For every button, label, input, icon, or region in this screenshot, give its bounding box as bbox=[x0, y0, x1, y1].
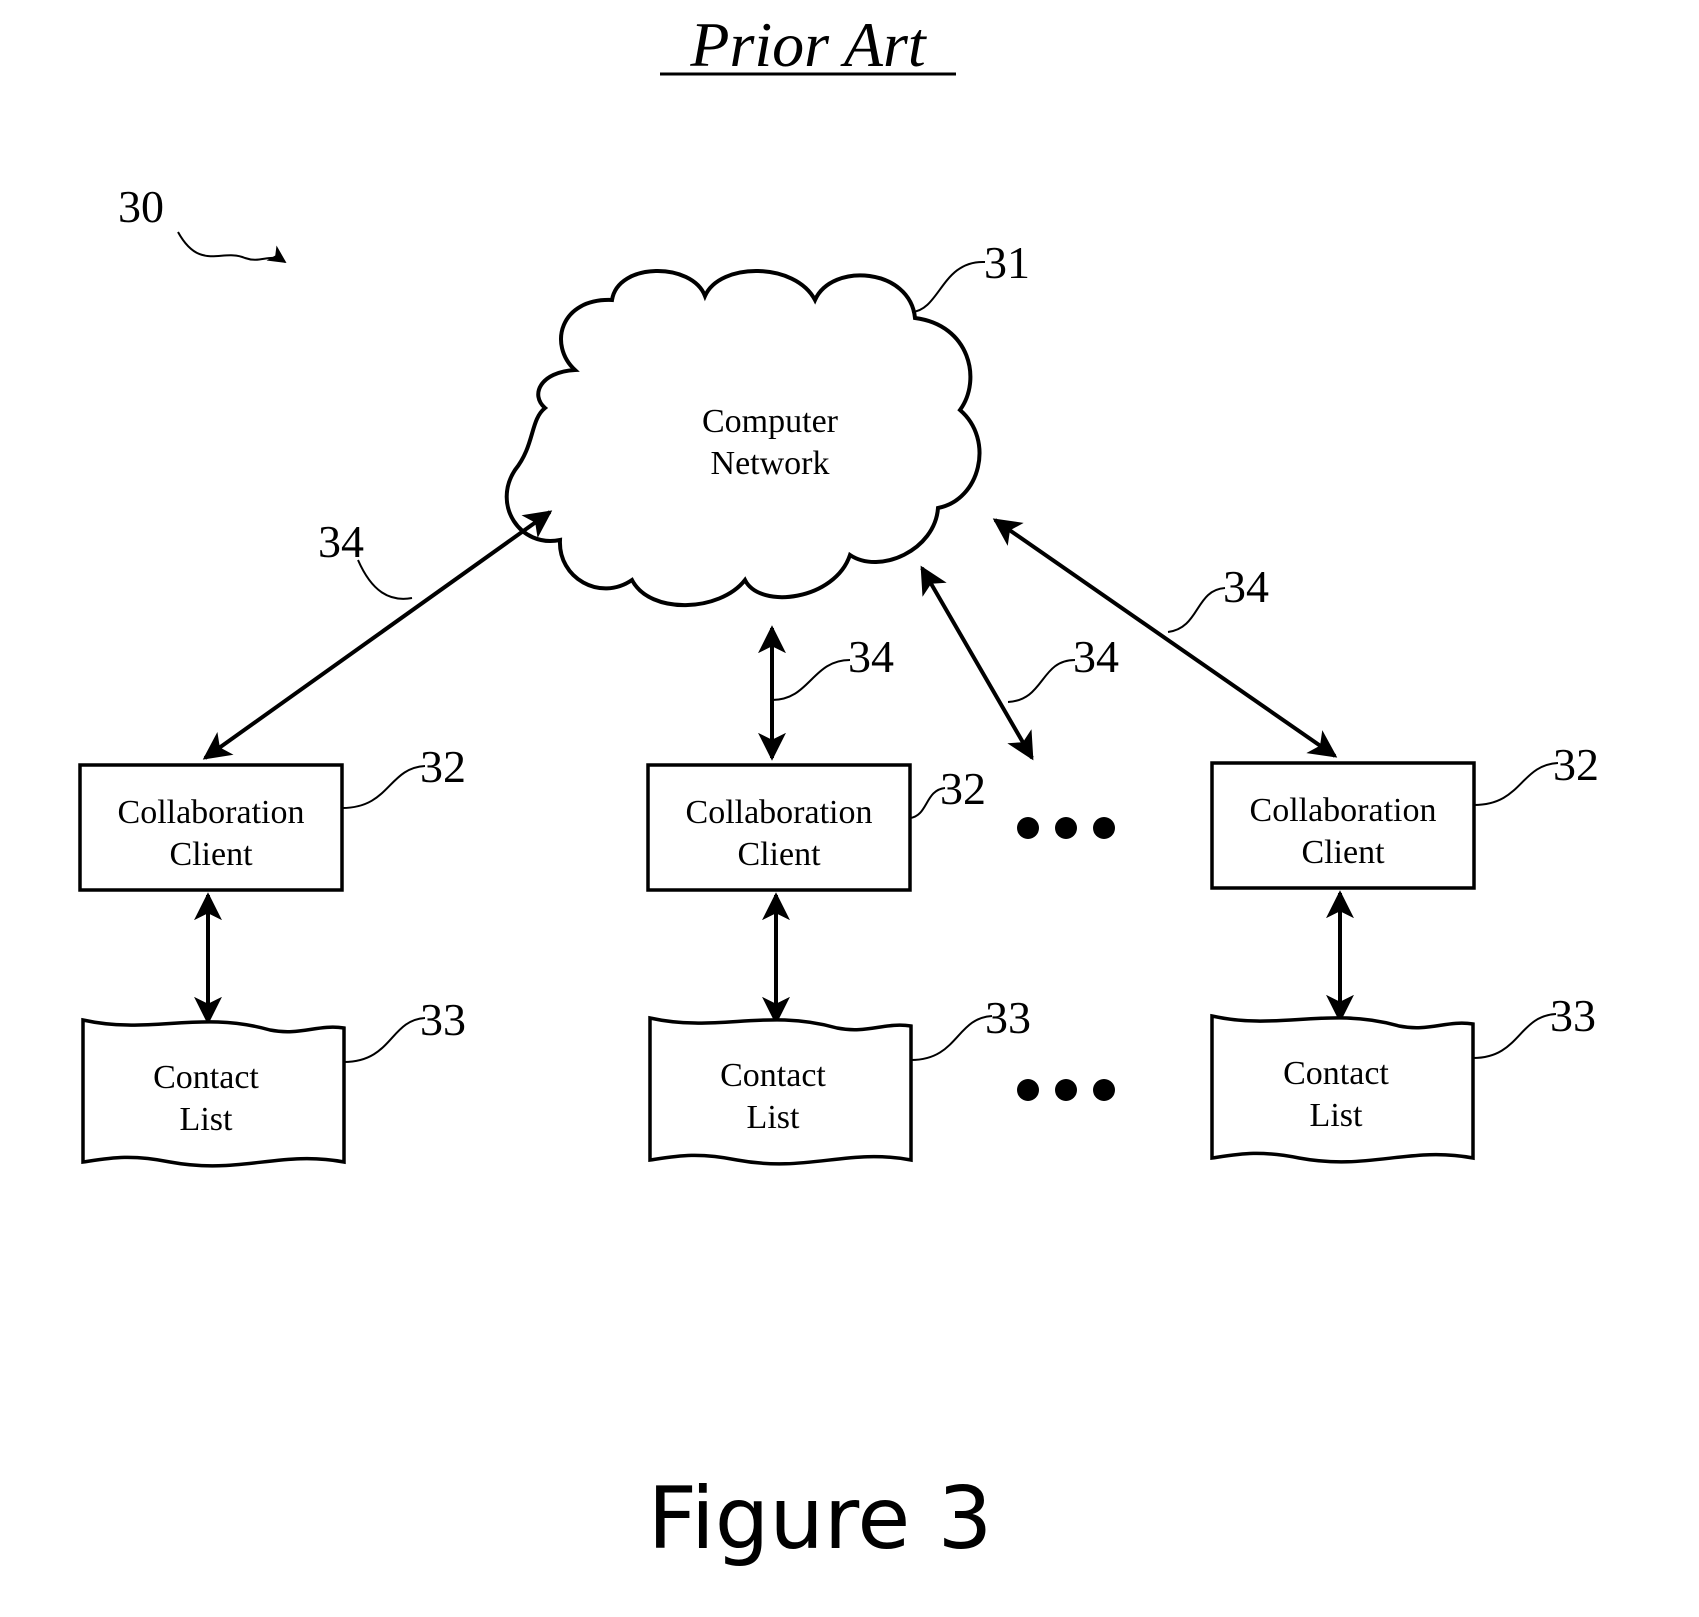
contact-list-1-ref-leader bbox=[344, 1018, 425, 1062]
contact-list-1-line2: List bbox=[180, 1101, 233, 1138]
collaboration-client-3: Collaboration Client bbox=[1212, 763, 1474, 888]
client-3-ref-leader bbox=[1474, 763, 1558, 805]
connection-ref-leader-2 bbox=[772, 660, 850, 700]
contact-list-2-ref-label: 33 bbox=[985, 992, 1031, 1043]
ellipsis-row-clients bbox=[1017, 817, 1115, 839]
network-ref-leader bbox=[912, 262, 985, 312]
contact-list-2-line2: List bbox=[747, 1099, 800, 1136]
client-3-line1: Collaboration bbox=[1250, 792, 1437, 829]
connection-ref-leader-1 bbox=[358, 560, 412, 599]
connection-ref-label-3: 34 bbox=[1073, 631, 1119, 682]
connection-ref-label-2: 34 bbox=[848, 631, 894, 682]
connection-ref-label-4: 34 bbox=[1223, 561, 1269, 612]
contact-list-3-line1: Contact bbox=[1283, 1055, 1389, 1092]
client-1-line1: Collaboration bbox=[118, 794, 305, 831]
connection-arrow-1 bbox=[205, 512, 550, 758]
connection-arrow-3 bbox=[922, 568, 1032, 758]
figure-caption: Figure 3 bbox=[648, 1469, 993, 1569]
contact-list-3-ref-leader bbox=[1473, 1014, 1556, 1058]
client-2-ref-label: 32 bbox=[940, 763, 986, 814]
contact-list-2-line1: Contact bbox=[720, 1057, 826, 1094]
connection-ref-leader-4 bbox=[1168, 588, 1225, 632]
contact-list-1-line1: Contact bbox=[153, 1059, 259, 1096]
contact-list-3-line2: List bbox=[1310, 1097, 1363, 1134]
connection-arrow-4 bbox=[995, 520, 1335, 756]
client-1-line2: Client bbox=[169, 836, 253, 873]
network-label-line2: Network bbox=[711, 445, 830, 482]
network-label-line1: Computer bbox=[702, 403, 839, 440]
collaboration-client-1: Collaboration Client bbox=[80, 765, 342, 890]
contact-list-3-ref-label: 33 bbox=[1550, 990, 1596, 1041]
client-1-ref-leader bbox=[342, 766, 425, 808]
contact-list-1-ref-label: 33 bbox=[420, 994, 466, 1045]
client-2-line1: Collaboration bbox=[686, 794, 873, 831]
client-3-line2: Client bbox=[1301, 834, 1385, 871]
client-2-line2: Client bbox=[737, 836, 821, 873]
figure-ref-leader bbox=[178, 232, 285, 262]
client-3-ref-label: 32 bbox=[1553, 739, 1599, 790]
network-ref-label: 31 bbox=[984, 237, 1030, 288]
contact-list-1: Contact List bbox=[83, 1020, 344, 1166]
client-1-ref-label: 32 bbox=[420, 741, 466, 792]
collaboration-client-2: Collaboration Client bbox=[648, 765, 910, 890]
contact-list-2-ref-leader bbox=[911, 1016, 992, 1060]
figure-ref-label: 30 bbox=[118, 181, 164, 232]
connection-ref-leader-3 bbox=[1008, 660, 1075, 702]
connection-ref-label-1: 34 bbox=[318, 516, 364, 567]
contact-list-2: Contact List bbox=[650, 1018, 911, 1164]
contact-list-3: Contact List bbox=[1212, 1016, 1473, 1162]
header-title: Prior Art bbox=[689, 9, 928, 80]
ellipsis-row-contact-lists bbox=[1017, 1079, 1115, 1101]
